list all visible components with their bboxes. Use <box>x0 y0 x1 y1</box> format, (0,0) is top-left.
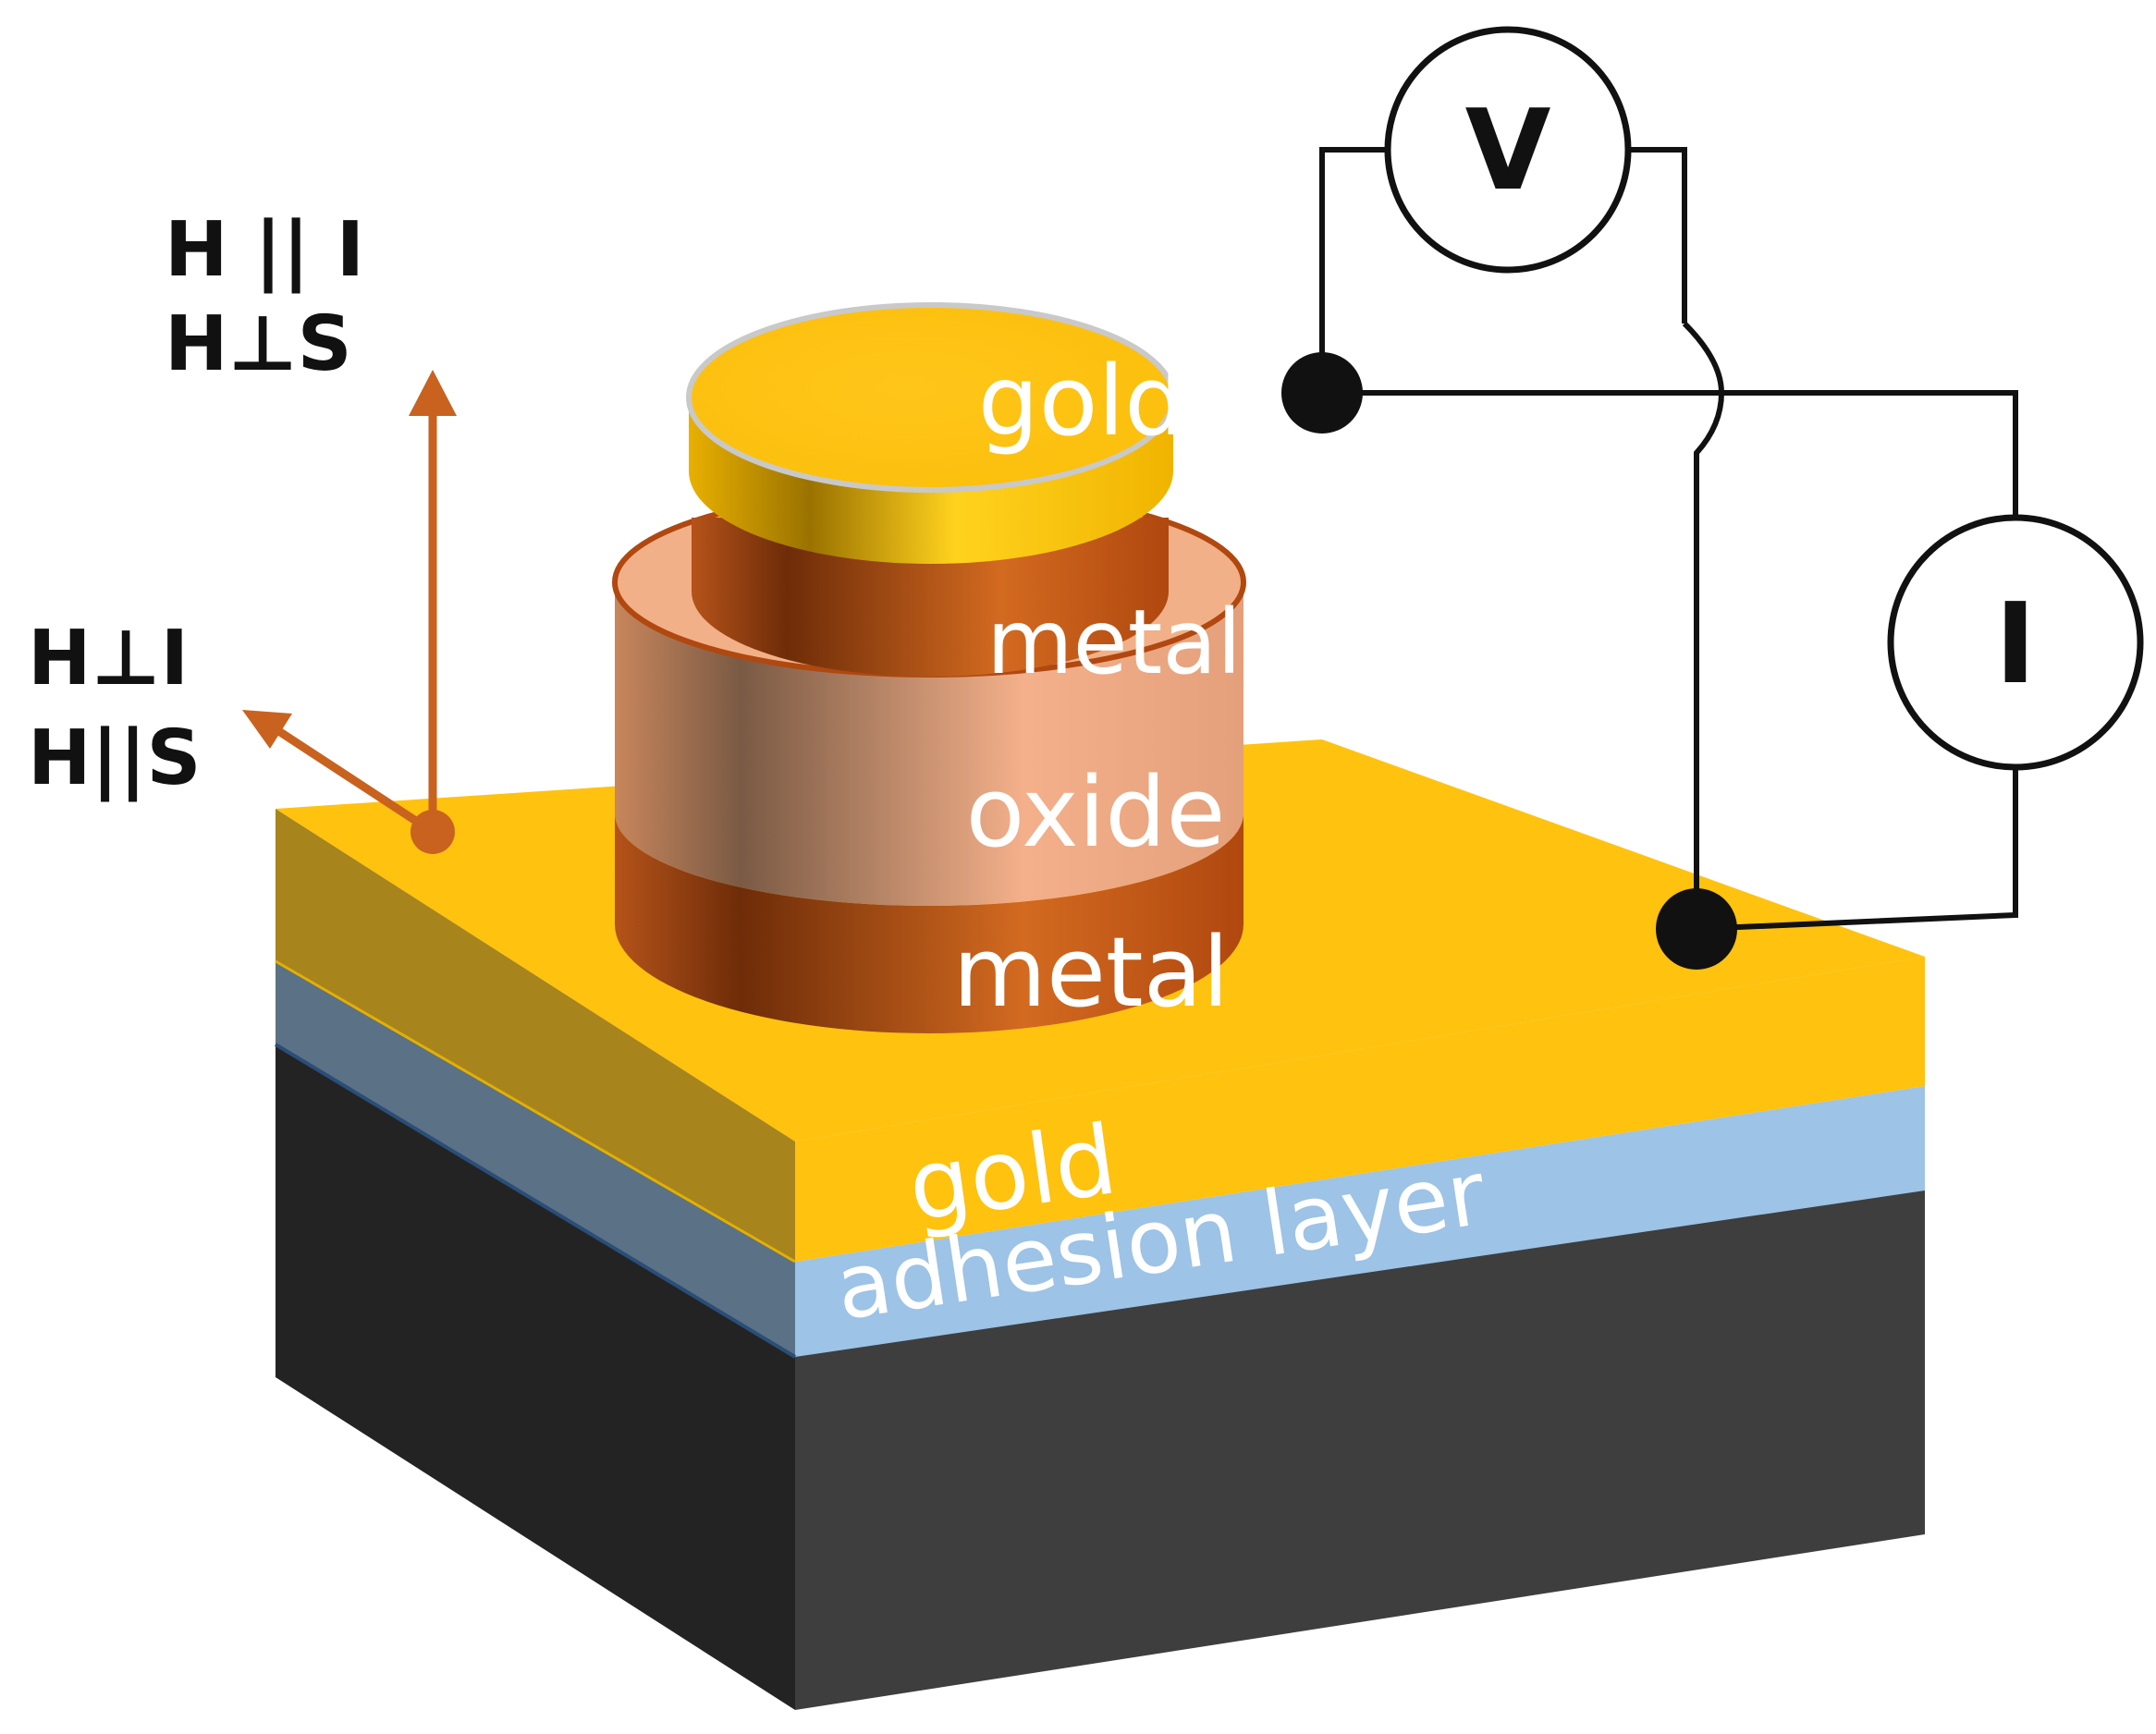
top-metal-band <box>692 518 1169 677</box>
arrow-origin <box>410 810 455 854</box>
top-gold-face <box>686 302 1176 493</box>
base-gold-front-face <box>795 957 1925 1262</box>
inplane-field-label-2: H||S <box>28 714 202 803</box>
vertical-arrow-head <box>409 370 457 416</box>
bottom-metal-side <box>615 813 1243 1033</box>
voltmeter-right-wire <box>1629 147 1687 324</box>
current-source: I <box>1887 514 2144 771</box>
top-metal-disk <box>692 518 1169 677</box>
vertical-field-label-1: H || I <box>165 206 364 295</box>
inplane-arrow-head <box>242 710 292 749</box>
inplane-field-arrow <box>275 727 435 836</box>
substrate-left-face <box>276 1043 795 1710</box>
bottom-metal-label: metal <box>953 916 1230 1029</box>
substrate-front-face <box>795 1188 1925 1710</box>
top-gold-label: gold <box>978 345 1186 458</box>
current-source-label: I <box>1995 580 2037 709</box>
adhesion-edge <box>274 1043 797 1359</box>
top-metal-label: metal <box>986 591 1242 694</box>
field-arrows <box>242 370 457 854</box>
oxide-label: oxide <box>966 756 1226 869</box>
current-source-symbol <box>1887 514 2144 771</box>
bottom-contact <box>1656 888 1737 970</box>
voltmeter-left-wire <box>1319 147 1387 393</box>
top-gold-disk <box>686 302 1176 564</box>
base-gold-edge <box>275 959 796 1264</box>
bottom-metal-disk <box>615 813 1243 1033</box>
inplane-field-label-1: H⊥I <box>28 615 189 702</box>
voltmeter: V <box>1384 26 1632 274</box>
voltmeter-crossover-wire <box>1682 321 1725 929</box>
current-bottom-wire <box>1696 767 2018 932</box>
adhesion-front-face <box>795 1086 1925 1357</box>
top-gold-rim <box>689 397 1173 564</box>
vertical-field-label-2: H⊥S <box>165 300 352 388</box>
adhesion-left-face <box>276 961 795 1357</box>
voltmeter-label: V <box>1465 87 1551 215</box>
voltmeter-symbol <box>1384 26 1632 274</box>
substrate <box>276 1043 1925 1710</box>
base-gold-left-face <box>276 809 795 1262</box>
top-contact <box>1281 352 1363 434</box>
measurement-circuit <box>1319 147 2018 932</box>
adhesion-layer <box>274 961 1925 1359</box>
current-top-wire <box>1322 390 2018 518</box>
